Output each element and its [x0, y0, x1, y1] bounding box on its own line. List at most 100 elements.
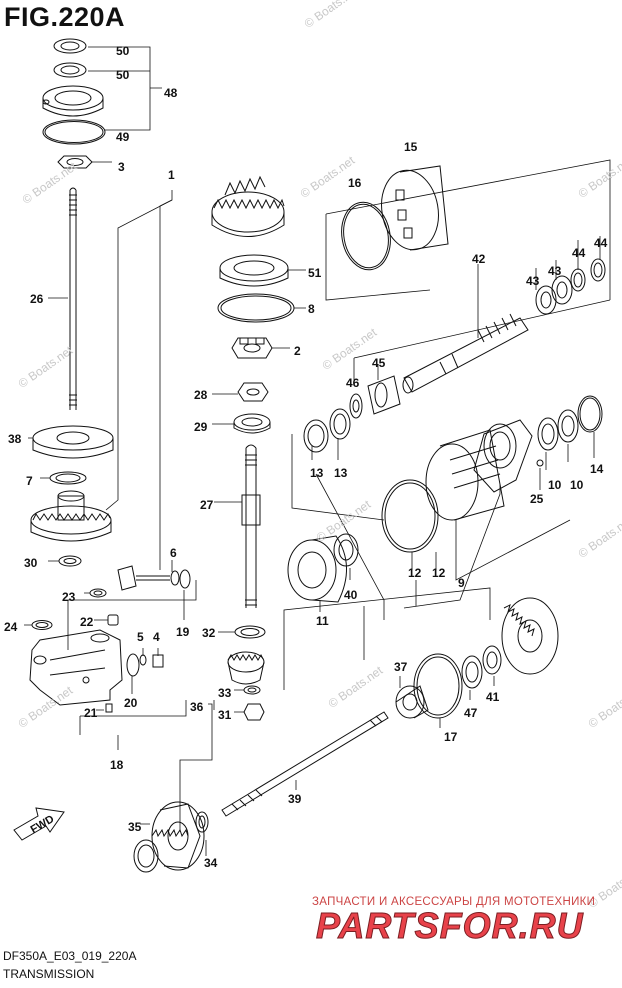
callout-37: 37: [394, 660, 408, 674]
seal-50-top: [53, 38, 87, 78]
bushing-45: [367, 375, 401, 415]
callout-10: 10: [570, 478, 584, 492]
callout-30: 30: [24, 556, 38, 570]
bearing-11: [287, 535, 347, 603]
callout-20: 20: [124, 696, 138, 710]
callout-33: 33: [218, 686, 232, 700]
callout-21: 21: [84, 706, 98, 720]
promo-tagline: ЗАПЧАСТИ И АКСЕССУАРЫ ДЛЯ МОТОТЕХНИКИ: [312, 896, 596, 908]
callout-6: 6: [170, 546, 177, 560]
callout-43: 43: [548, 264, 562, 278]
ring-10-b: [557, 409, 579, 443]
shim-front-35: [133, 839, 159, 873]
callout-12: 12: [432, 566, 446, 580]
callout-18: 18: [110, 758, 124, 772]
callout-11: 11: [316, 614, 329, 628]
pin-25: [536, 459, 544, 467]
callout-51: 51: [308, 266, 322, 280]
callout-16: 16: [348, 176, 362, 190]
callout-34: 34: [204, 856, 218, 870]
callout-50: 50: [116, 68, 130, 82]
callout-46: 46: [346, 376, 360, 390]
callout-17: 17: [444, 730, 458, 744]
cylinder-body: [425, 429, 505, 521]
bevel-gear-top: [211, 175, 285, 237]
washer-46: [349, 393, 363, 419]
callout-13: 13: [310, 466, 324, 480]
callout-2: 2: [294, 344, 301, 358]
bearing-51: [219, 254, 289, 287]
propeller-shaft-39: [221, 711, 389, 817]
seal-ring-12: [381, 479, 439, 553]
retaining-ring-16: [341, 201, 391, 271]
callout-42: 42: [472, 252, 486, 266]
ring-14: [577, 395, 603, 433]
callout-32: 32: [202, 626, 216, 640]
figure-title: FIG.220A: [4, 2, 126, 32]
bearing-43-a: [535, 285, 557, 315]
callout-10: 10: [548, 478, 562, 492]
nut-28: [237, 382, 269, 402]
callout-47: 47: [464, 706, 478, 720]
callout-28: 28: [194, 388, 208, 402]
nut-31: [243, 703, 265, 721]
bevel-gear-9: [501, 597, 559, 675]
shift-cam-6: [117, 565, 191, 591]
bearing-housing-48: [42, 85, 104, 117]
callout-36: 36: [190, 700, 204, 714]
svg-text:PARTSFOR.RU: PARTSFOR.RU: [316, 905, 584, 946]
washer-34: [195, 811, 209, 833]
splined-shaft-42: [402, 313, 529, 394]
callout-35: 35: [128, 820, 142, 834]
shift-housing-18: [29, 629, 123, 706]
ring-44-b: [590, 258, 606, 282]
callout-50: 50: [116, 44, 130, 58]
seal-40: [333, 533, 359, 567]
callout-13: 13: [334, 466, 348, 480]
callout-5: 5: [137, 630, 144, 644]
callout-19: 19: [176, 625, 190, 639]
callout-44: 44: [572, 246, 586, 260]
fwd-arrow-icon: [13, 807, 65, 841]
callout-43: 43: [526, 274, 540, 288]
callout-3: 3: [118, 160, 125, 174]
bearing-17: [395, 685, 429, 719]
fwd-label: FWD: [29, 813, 57, 836]
o-ring-20: [126, 653, 140, 677]
bearing-cup-15: [381, 165, 449, 251]
callout-26: 26: [30, 292, 44, 306]
callout-48: 48: [164, 86, 178, 100]
callout-38: 38: [8, 432, 22, 446]
clutch-housing: [473, 419, 533, 493]
drive-shaft-26: [69, 187, 77, 410]
section-name: TRANSMISSION: [3, 967, 95, 981]
ring-47: [461, 655, 483, 689]
callout-24: 24: [4, 620, 18, 634]
bearing-29: [233, 413, 271, 434]
callout-8: 8: [308, 302, 315, 316]
ring-10-a: [537, 417, 559, 451]
callout-31: 31: [218, 708, 232, 722]
callout-27: 27: [200, 498, 214, 512]
pinion-gear-1: [30, 490, 112, 542]
callout-23: 23: [62, 590, 76, 604]
callout-7: 7: [26, 474, 33, 488]
callout-45: 45: [372, 356, 386, 370]
callout-40: 40: [344, 588, 358, 602]
callout-4: 4: [153, 630, 160, 644]
pinion-36: [227, 651, 265, 685]
callout-22: 22: [80, 615, 94, 629]
bevel-gear-35: [151, 801, 205, 871]
callout-29: 29: [194, 420, 208, 434]
callout-12: 12: [408, 566, 422, 580]
callout-15: 15: [404, 140, 418, 154]
callout-41: 41: [486, 690, 500, 704]
callout-44: 44: [594, 236, 608, 250]
seal-13-a: [303, 419, 329, 453]
callout-14: 14: [590, 462, 604, 476]
propeller-shaft-27: [241, 444, 261, 608]
